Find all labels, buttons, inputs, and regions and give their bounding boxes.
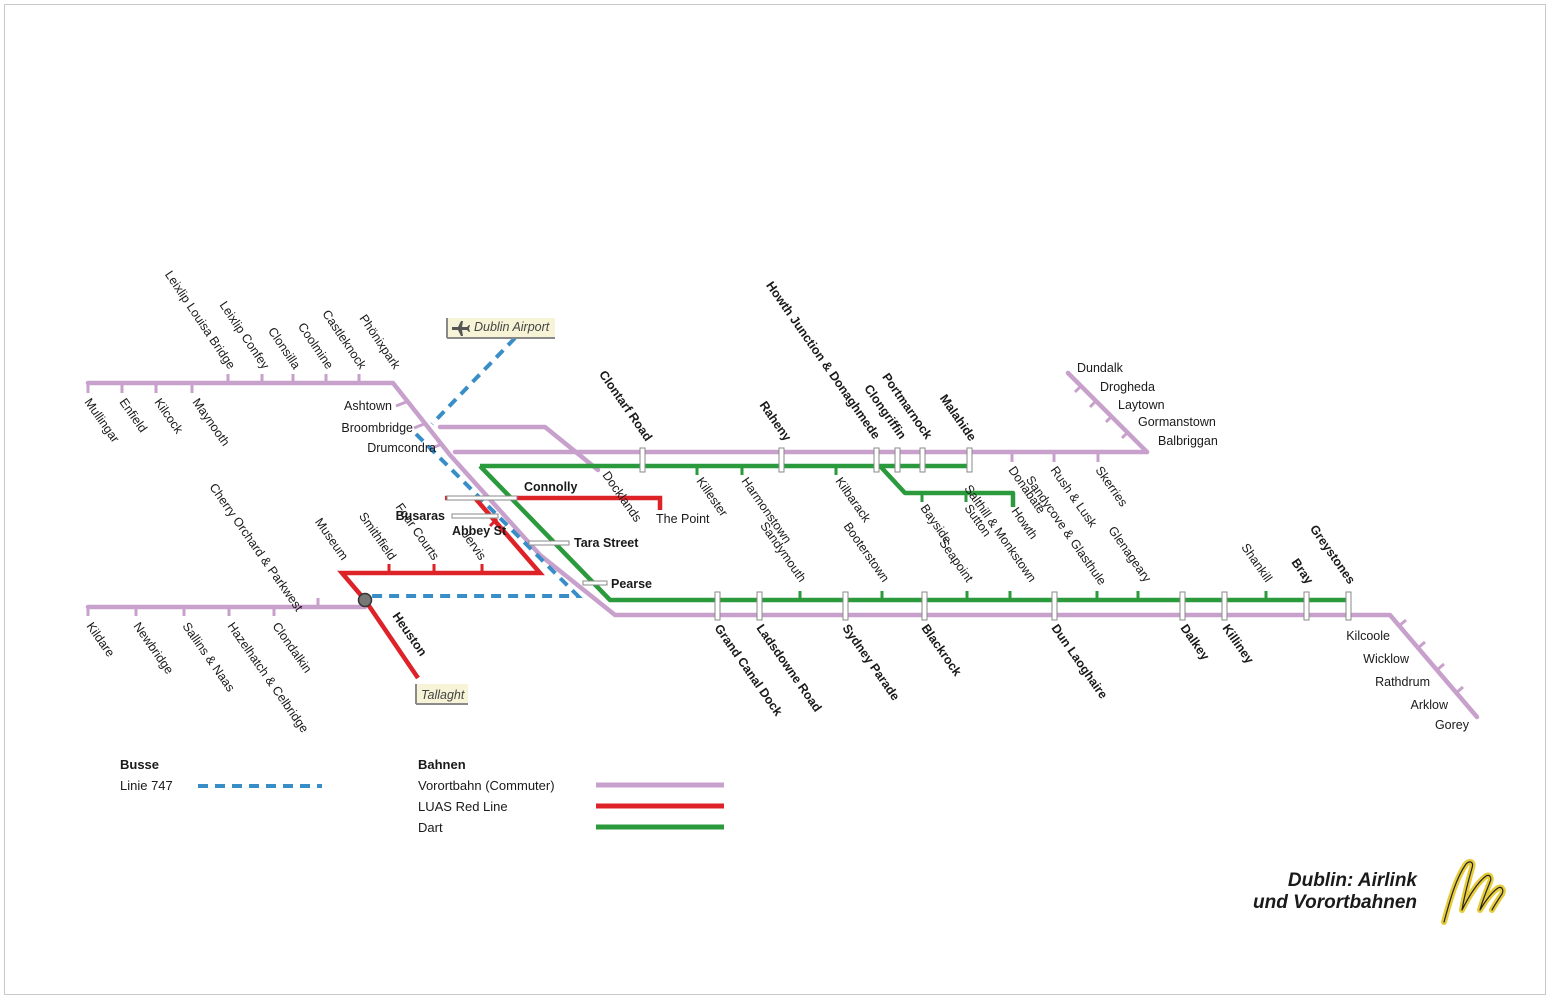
station-label: Mullingar: [82, 396, 123, 446]
station-label: Blackrock: [919, 622, 965, 679]
legend-rail-header: Bahnen: [418, 757, 466, 772]
station-label: Raheny: [757, 399, 794, 444]
station-label: Busaras: [396, 509, 445, 523]
station-label: The Point: [656, 512, 710, 526]
station-label: Smithfield: [356, 510, 399, 563]
legend-dart-label: Dart: [418, 820, 443, 835]
station-label: Malahide: [937, 392, 979, 444]
station-label: Shankill: [1238, 541, 1275, 585]
station-label: Sydney Parade: [840, 622, 903, 703]
station-label: Booterstown: [841, 520, 892, 585]
station-label: Dalkey: [1178, 622, 1213, 663]
station-label: Gormanstown: [1138, 415, 1216, 429]
station-label: Hazelhatch & Celbridge: [225, 620, 312, 736]
station-label: Dun Laoghaire: [1049, 622, 1111, 702]
station-label: Tara Street: [574, 536, 639, 550]
station-label: Broombridge: [341, 421, 413, 435]
map-frame: [4, 4, 1546, 995]
station-label: Kilcoole: [1346, 629, 1390, 643]
station-label: Arklow: [1410, 698, 1448, 712]
dart-lines: [478, 463, 1348, 603]
station-label: Enfield: [117, 396, 150, 435]
commuter-lines: [85, 370, 1480, 720]
station-label: Gorey: [1435, 718, 1470, 732]
title-line-1: Dublin: Airlink: [1288, 870, 1419, 891]
station-label: Cherry Orchard & Parkwest: [207, 481, 306, 615]
station-label: Clondalkin: [270, 620, 315, 676]
interchange-bars: [528, 447, 1352, 621]
luas-white-bars: [446, 495, 518, 519]
station-label: Laytown: [1118, 398, 1165, 412]
legend-bus-header: Busse: [120, 757, 159, 772]
legend-luas-label: LUAS Red Line: [418, 799, 508, 814]
station-label: Kilcock: [152, 396, 187, 437]
heuston-interchange-dot[interactable]: [357, 592, 373, 608]
station-label: Skerries: [1093, 464, 1131, 510]
dart-ticks: [695, 466, 1268, 600]
bus-line-747: [370, 336, 583, 598]
legend: Busse Linie 747 Bahnen Vorortbahn (Commu…: [120, 757, 724, 835]
commuter-ticks: [86, 374, 1464, 695]
station-label: Abbey St: [452, 524, 507, 538]
luas-ticks: [387, 517, 499, 573]
commuter-line-north: [437, 424, 601, 473]
tallaght-label: Tallaght: [421, 688, 465, 702]
publisher-logo: [1441, 858, 1506, 925]
station-label: Pearse: [611, 577, 652, 591]
station-label: Newbridge: [131, 620, 177, 677]
station-label: Glenageary: [1105, 524, 1154, 586]
station-label: Ashtown: [344, 399, 392, 413]
station-label: Wicklow: [1363, 652, 1410, 666]
station-label: Kildare: [84, 620, 118, 660]
title-line-2: und Vorortbahnen: [1253, 892, 1417, 913]
legend-commuter-label: Vorortbahn (Commuter): [418, 778, 555, 793]
station-label: Seapoint: [936, 536, 976, 585]
station-label: Dundalk: [1077, 361, 1124, 375]
airplane-icon: [452, 321, 470, 336]
station-label: Connolly: [524, 480, 578, 494]
station-label: Kilbarack: [833, 475, 874, 526]
map-title: Dublin: Airlink und Vorortbahnen: [1253, 870, 1418, 913]
station-labels: Mullingar Enfield Kilcock Maynooth Leixl…: [82, 268, 1470, 735]
tallaght-tag[interactable]: Tallaght: [415, 684, 468, 705]
commuter-line-west: [85, 380, 1480, 720]
station-label: Maynooth: [190, 396, 233, 449]
station-label: Drumcondra: [367, 441, 436, 455]
station-label: Balbriggan: [1158, 434, 1218, 448]
station-label: Museum: [312, 515, 351, 562]
station-label: Killiney: [1220, 622, 1257, 666]
dublin-airport-tag[interactable]: Dublin Airport: [446, 318, 555, 339]
station-label: Rathdrum: [1375, 675, 1430, 689]
station-label: Clontarf Road: [596, 368, 655, 444]
station-label: Bray: [1289, 556, 1316, 587]
station-label: Drogheda: [1100, 380, 1155, 394]
station-label: Heuston: [390, 610, 430, 659]
dublin-airport-label: Dublin Airport: [474, 320, 550, 334]
legend-bus-line: Linie 747: [120, 778, 173, 793]
